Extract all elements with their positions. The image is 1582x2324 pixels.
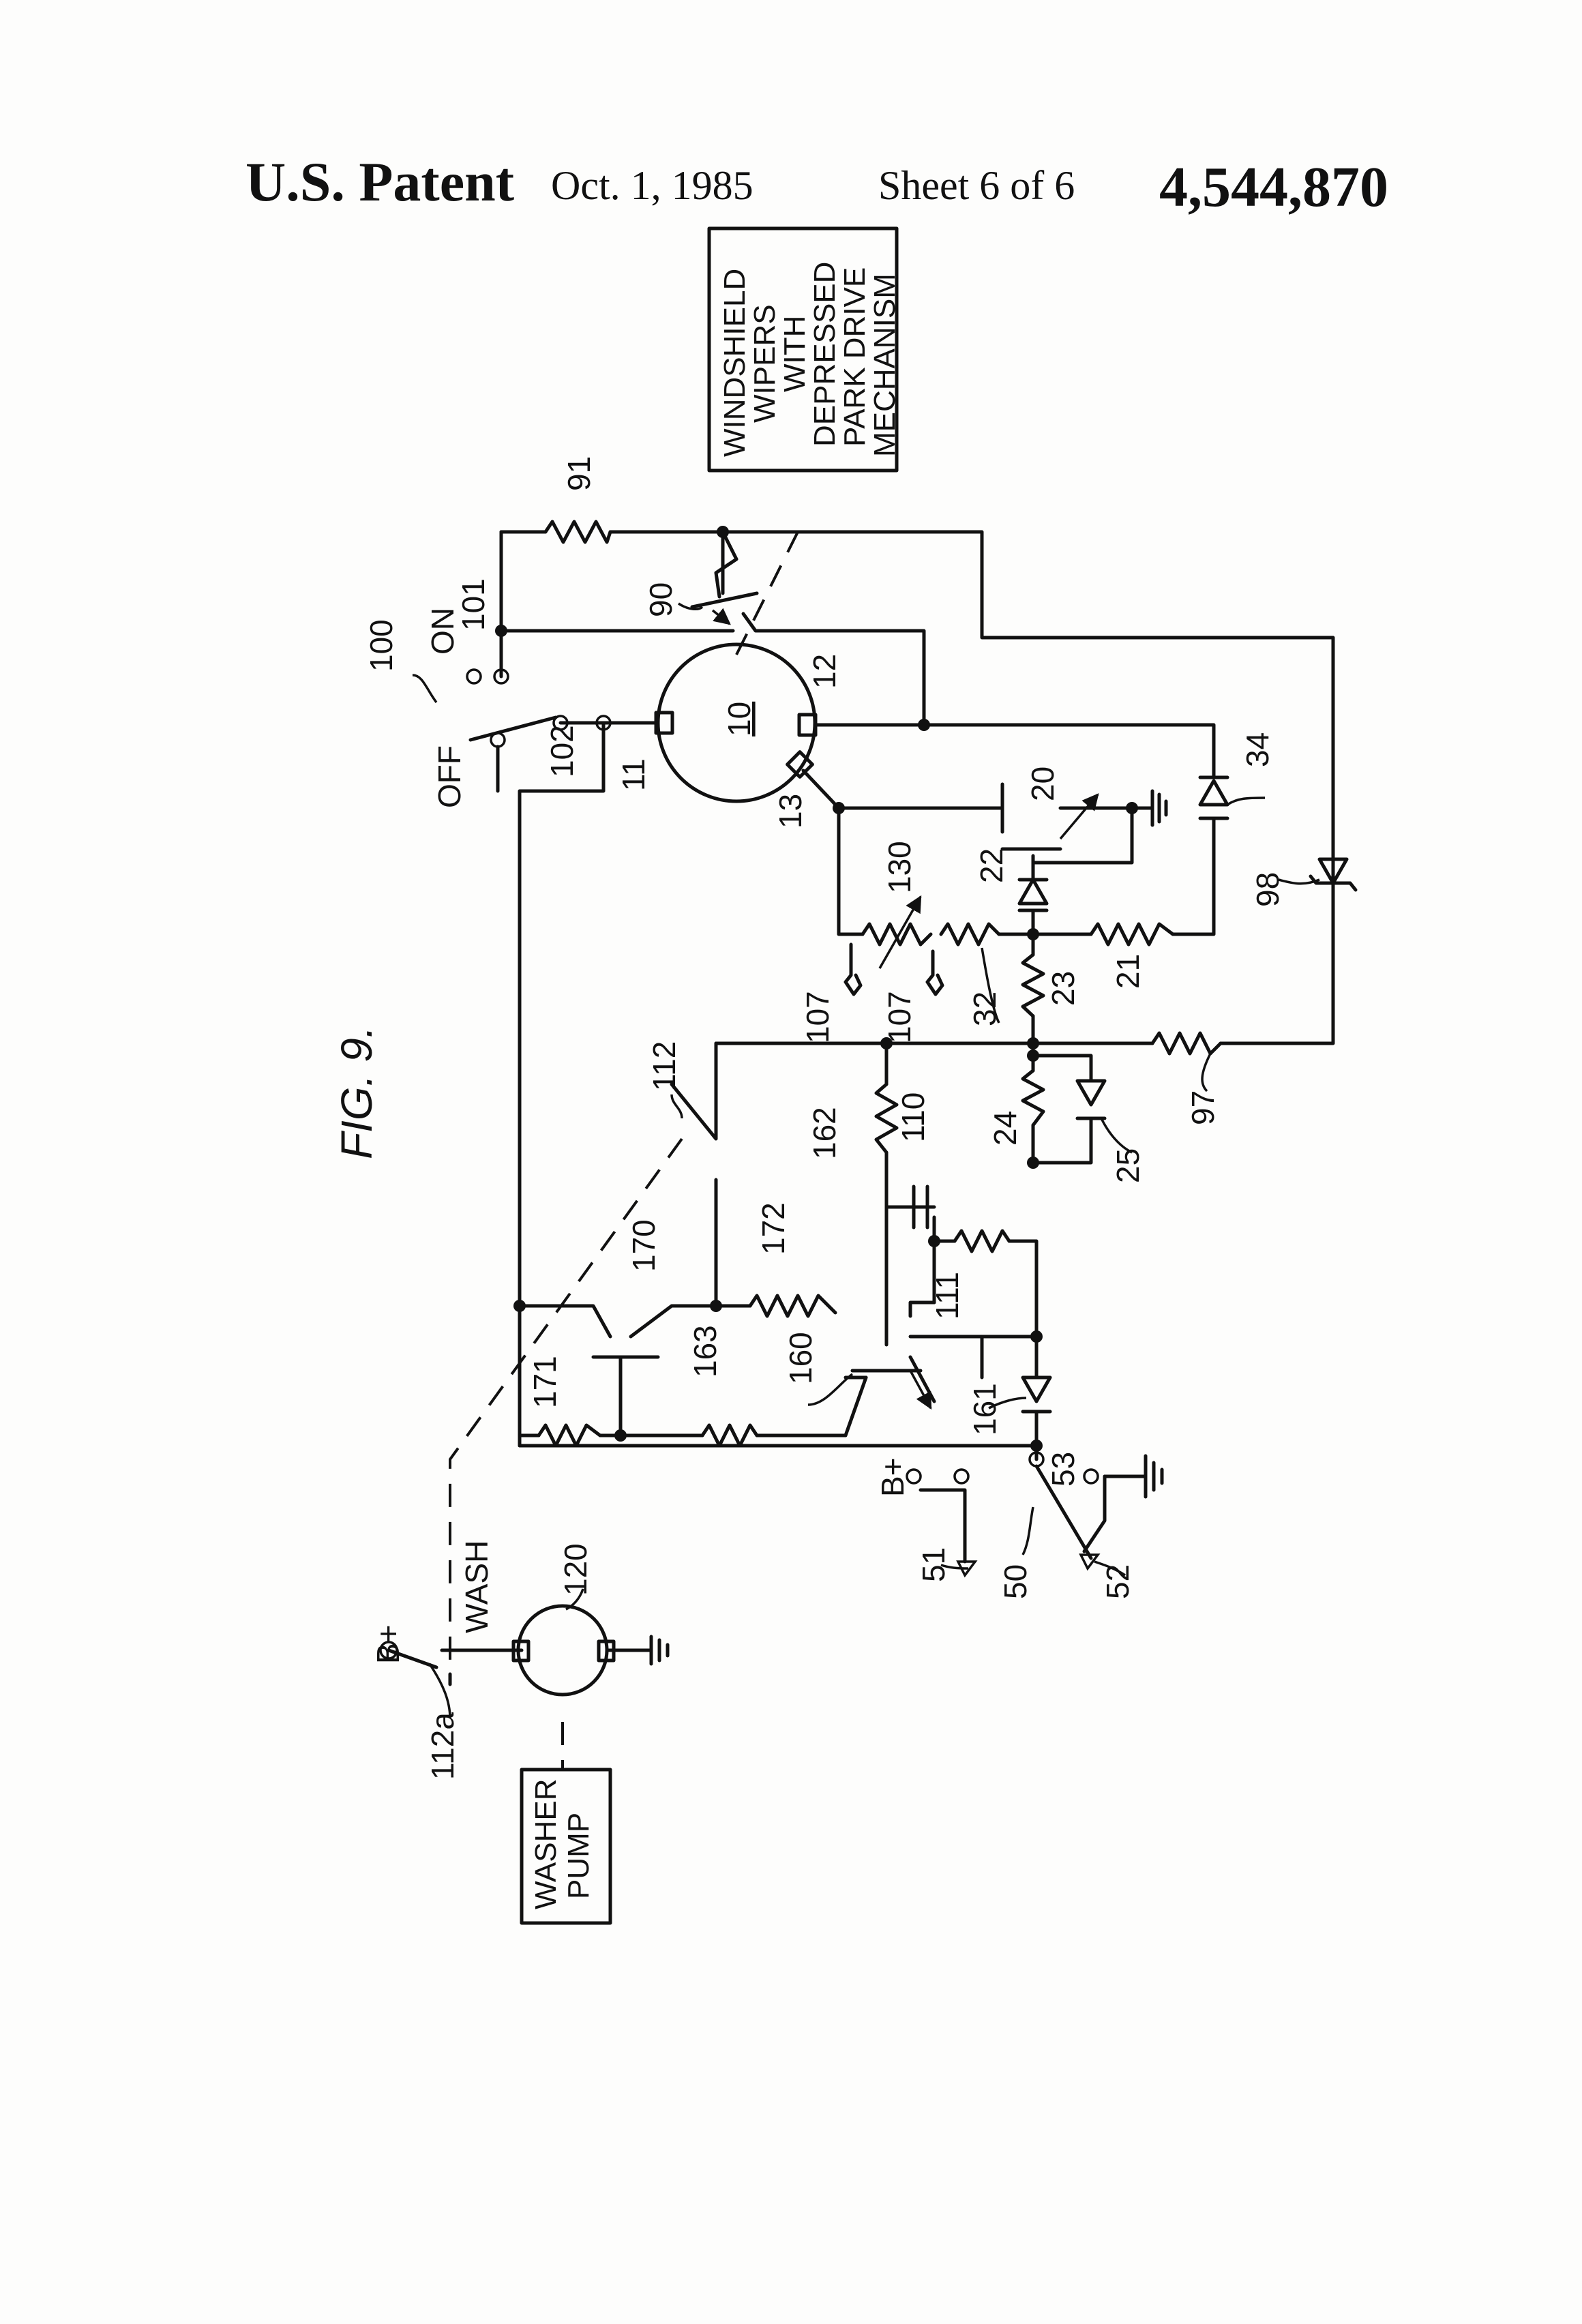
washer-motor-120 <box>511 1604 616 1697</box>
label-b-plus-top: B+ <box>370 1624 406 1664</box>
wiper-box-line-2: WIPERS <box>748 304 781 423</box>
ref-34: 34 <box>1240 732 1275 767</box>
capacitor-110 <box>884 1185 936 1230</box>
wiper-box-line-6: MECHANISM <box>868 273 901 457</box>
resistor-111 <box>953 1229 1011 1253</box>
leader-lines <box>412 602 1320 1719</box>
ref-52: 52 <box>1100 1564 1135 1599</box>
label-wash: WASH <box>459 1540 494 1633</box>
label-off: OFF <box>432 745 467 808</box>
sheet-number: Sheet 6 of 6 <box>878 163 1075 208</box>
wiper-motor-10 <box>654 642 818 803</box>
ref-163: 163 <box>687 1325 723 1377</box>
resistor-171 <box>537 1423 602 1448</box>
ref-111: 111 <box>929 1272 965 1320</box>
ref-112a: 112a <box>425 1712 460 1780</box>
wiper-box-line-4: DEPRESSED <box>808 262 841 447</box>
patent-number: 4,544,870 <box>1159 155 1388 219</box>
ref-112: 112 <box>646 1041 682 1091</box>
diode-98 <box>1309 857 1358 892</box>
ref-107-b: 107 <box>882 991 917 1043</box>
ref-21: 21 <box>1110 954 1146 989</box>
mechanical-linkages <box>448 524 803 1770</box>
ref-53: 53 <box>1045 1452 1081 1487</box>
resistor-163 <box>700 1423 759 1448</box>
transistor-90-base <box>690 591 759 609</box>
ref-50: 50 <box>998 1564 1033 1599</box>
wiper-box-line-3: WITH <box>778 316 811 392</box>
patent-title: U.S. Patent <box>245 151 515 213</box>
ref-107-a: 107 <box>800 991 835 1043</box>
resistor-172 <box>748 1294 837 1318</box>
diodes <box>1017 775 1358 1414</box>
washer-pump-box: WASHER PUMP <box>520 1768 612 1925</box>
ref-32: 32 <box>967 992 1002 1026</box>
washer-box-line-1: WASHER <box>529 1779 563 1910</box>
resistor-24 <box>1021 1069 1045 1127</box>
ref-171: 171 <box>527 1356 563 1408</box>
ref-90: 90 <box>643 582 678 617</box>
ground-symbols <box>649 789 1168 1666</box>
diode-161 <box>1021 1375 1052 1414</box>
resistor-21 <box>1089 922 1175 947</box>
ref-101: 101 <box>456 578 491 631</box>
junction-dots <box>495 526 1138 1452</box>
resistors <box>537 520 1223 1448</box>
reference-labels: ON OFF WASH B+ B+ 91 90 100 101 102 10 1… <box>363 456 1285 1780</box>
ref-10: 10 <box>721 702 757 736</box>
diode-25 <box>1075 1079 1107 1120</box>
wiper-box-line-5: PARK DRIVE <box>838 267 871 447</box>
ref-130: 130 <box>882 841 917 893</box>
figure-label: FIG. 9. <box>332 1026 381 1159</box>
transistors <box>591 530 1099 1410</box>
label-on: ON <box>425 608 460 655</box>
ref-12: 12 <box>807 654 842 689</box>
ref-24: 24 <box>987 1111 1023 1146</box>
ref-160: 160 <box>783 1332 818 1384</box>
resistor-162 <box>874 1082 899 1154</box>
patent-date: Oct. 1, 1985 <box>551 163 753 208</box>
ref-22: 22 <box>974 848 1009 883</box>
diode-22 <box>1017 878 1049 912</box>
diode-34 <box>1198 775 1229 820</box>
ref-91: 91 <box>561 456 597 491</box>
resistor-32 <box>939 922 1001 947</box>
resistor-130 <box>861 922 933 947</box>
ref-98: 98 <box>1250 872 1285 907</box>
ref-172: 172 <box>756 1202 791 1255</box>
resistor-91 <box>543 520 612 544</box>
wiper-box-line-1: WINDSHIELD <box>718 269 751 457</box>
ref-51: 51 <box>916 1547 951 1582</box>
ref-162: 162 <box>807 1107 842 1159</box>
ref-20: 20 <box>1025 766 1060 801</box>
ref-11: 11 <box>616 758 651 791</box>
resistor-97 <box>1150 1031 1223 1056</box>
wiper-mechanism-box: WINDSHIELD WIPERS WITH DEPRESSED PARK DR… <box>707 226 901 473</box>
label-b-plus-bottom: B+ <box>875 1457 910 1497</box>
ref-161: 161 <box>967 1383 1002 1435</box>
ref-120: 120 <box>558 1543 593 1596</box>
ref-13: 13 <box>773 794 808 829</box>
ref-25: 25 <box>1110 1148 1146 1183</box>
ref-102: 102 <box>544 725 580 777</box>
ref-170: 170 <box>626 1219 661 1272</box>
ref-97: 97 <box>1185 1090 1221 1125</box>
switch-contacts <box>379 668 1101 1660</box>
washer-box-line-2: PUMP <box>562 1813 595 1899</box>
ref-23: 23 <box>1045 971 1081 1006</box>
ref-100: 100 <box>363 619 399 672</box>
resistor-23 <box>1021 953 1045 1018</box>
ref-110: 110 <box>895 1092 931 1142</box>
